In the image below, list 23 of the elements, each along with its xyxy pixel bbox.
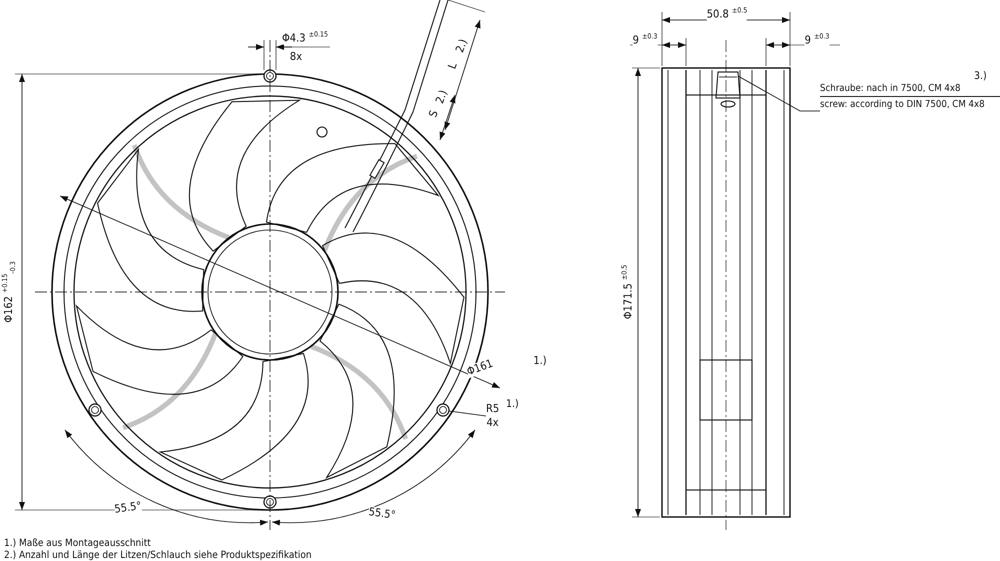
footnote-mark: 2.) xyxy=(454,38,470,54)
dimension-label: Φ161 xyxy=(465,358,495,378)
footnote: 2.) Anzahl und Länge der Litzen/Schlauch siehe Produktspezifikation xyxy=(4,550,312,561)
leader-line xyxy=(738,76,820,112)
callout-text: Schraube: nach in 7500, CM 4x8 xyxy=(820,83,1000,97)
dimension-label: 9 $^{±0.3}$ xyxy=(804,34,830,46)
dimension-label: 50.8 $^{±0.5}$ xyxy=(706,8,748,20)
mounting-hole xyxy=(436,403,450,417)
dimension-label: 8x xyxy=(290,50,302,64)
footnote-mark: 1.) xyxy=(533,354,547,368)
leader-line xyxy=(448,410,486,416)
footnote: 1.) Maße aus Montageausschnitt xyxy=(4,538,151,549)
dimension-label: L xyxy=(446,61,460,71)
angle-label: 55.5° xyxy=(114,500,142,516)
footnote-mark: 3.) xyxy=(974,70,987,82)
screw-head xyxy=(715,72,741,98)
footnote-mark: 1.) xyxy=(506,398,519,410)
callout-text: screw: according to DIN 7500, CM 4x8 xyxy=(820,98,986,111)
dimension-label: R5 xyxy=(486,402,500,416)
footnote-mark: 2.) xyxy=(434,88,450,106)
dimension-label: Φ4.3 $^{±0.15}$ xyxy=(282,32,328,44)
dimension-label: 9 $^{±0.3}$ xyxy=(632,34,658,46)
dimension-label: 4x xyxy=(486,416,500,430)
